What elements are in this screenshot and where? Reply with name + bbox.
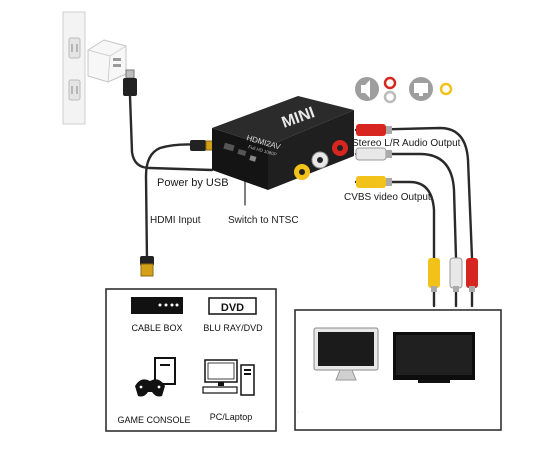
rca-plug-white-top [355, 147, 392, 161]
video-output-label: CVBS video Output [344, 192, 431, 203]
cable-box-label: CABLE BOX [131, 323, 183, 333]
rca-jack-white [311, 151, 329, 169]
game-console-icon [135, 357, 176, 397]
rca-plug-red-bottom [466, 258, 478, 292]
usb-plug-icon [123, 69, 137, 96]
rca-plug-red-top [356, 124, 392, 136]
cable-box-icon [131, 297, 183, 314]
hdmi-plug-device-icon [190, 140, 215, 151]
rca-plug-yellow-top [356, 176, 392, 188]
watermark-dots: · · [297, 409, 304, 416]
rca-yellow-cable [354, 180, 436, 260]
usb-adapter-icon [87, 39, 127, 83]
rca-yellow-icon [439, 82, 453, 96]
usb-cable [128, 94, 214, 172]
converter-device [212, 96, 354, 190]
dvd-logo-text: DVD [221, 302, 244, 314]
pc-laptop-label: PC/Laptop [209, 412, 253, 422]
ntsc-label: Switch to NTSC [228, 215, 299, 226]
rca-white-cable [354, 152, 458, 260]
tv-icon [393, 332, 475, 383]
rca-jack-red [332, 140, 348, 156]
hdmi-cable [144, 143, 212, 264]
game-console-label: GAME CONSOLE [117, 415, 191, 425]
blu-ray-dvd-label: BLU RAY/DVD [203, 323, 263, 333]
pc-icon [202, 359, 255, 396]
wall-outlet-icon [62, 11, 86, 125]
pc-monitor-icon [313, 327, 379, 381]
dvd-icon [208, 297, 257, 315]
rca-plug-yellow-bottom [428, 258, 440, 292]
power-label: Power by USB [157, 177, 229, 189]
monitor-icon [409, 77, 433, 101]
hdmi-plug-icon [140, 256, 154, 277]
rca-plug-white-bottom [449, 257, 463, 292]
rca-pair-icon [383, 76, 397, 104]
speaker-icon [355, 77, 379, 101]
hdmi-input-label: HDMI Input [150, 215, 201, 226]
audio-output-label: Stereo L/R Audio Output [352, 138, 461, 149]
rca-red-cable [354, 126, 474, 260]
rca-jack-yellow [294, 164, 310, 180]
